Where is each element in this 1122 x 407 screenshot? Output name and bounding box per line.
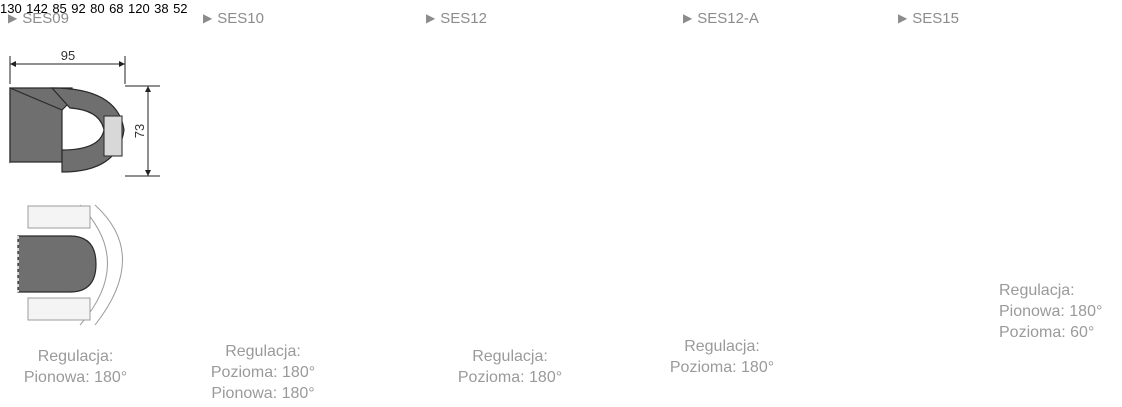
ses12-adjustment-note: Regulacja: Pozioma: 180° <box>457 348 563 386</box>
ses12a-width-label: 80 <box>90 1 105 16</box>
ses09-side-view: 95 73 <box>9 48 160 177</box>
ses15-adjustment-note: Regulacja: Pionowa: 180° Pozioma: 60° <box>999 282 1103 341</box>
ses12-width-label: 85 <box>52 1 67 16</box>
ses15-width-label: 120 <box>128 1 150 16</box>
ses10-adjustment-note: Regulacja: Pozioma: 180° Pionowa: 180° <box>210 343 316 402</box>
ses12a-side-view: 80 68 <box>90 0 128 17</box>
ses12-height-label: 92 <box>71 1 86 16</box>
ses10-height-label: 142 <box>26 1 48 16</box>
ses09-top-view <box>17 204 123 326</box>
play-arrow-icon: ▶ <box>8 11 18 25</box>
model-title-ses15: ▶SES15 <box>898 10 959 27</box>
ses09-width-label: 95 <box>61 48 75 63</box>
ses12-side-view: 85 92 <box>52 0 90 17</box>
model-title-ses12: ▶SES12 <box>426 10 487 27</box>
ses09-height-label: 73 <box>132 124 147 138</box>
play-arrow-icon: ▶ <box>203 11 213 25</box>
ses09-adjustment-note: Regulacja: Pionowa: 180° <box>23 348 128 386</box>
ses15-side-view: 120 38 52 <box>128 0 188 17</box>
play-arrow-icon: ▶ <box>898 11 908 25</box>
ses10-side-view: 130 142 <box>0 0 52 17</box>
model-title-ses09: ▶SES09 <box>8 10 69 27</box>
model-title-ses12a: ▶SES12-A <box>683 10 759 27</box>
ses12a-adjustment-note: Regulacja: Pozioma: 180° <box>669 338 775 376</box>
play-arrow-icon: ▶ <box>426 11 436 25</box>
ses15-height-label: 52 <box>173 1 188 16</box>
play-arrow-icon: ▶ <box>683 11 693 25</box>
ses10-width-label: 130 <box>0 1 22 16</box>
ses12a-height-label: 68 <box>109 1 124 16</box>
model-title-ses10: ▶SES10 <box>203 10 264 27</box>
ses15-inner-height-label: 38 <box>154 1 169 16</box>
